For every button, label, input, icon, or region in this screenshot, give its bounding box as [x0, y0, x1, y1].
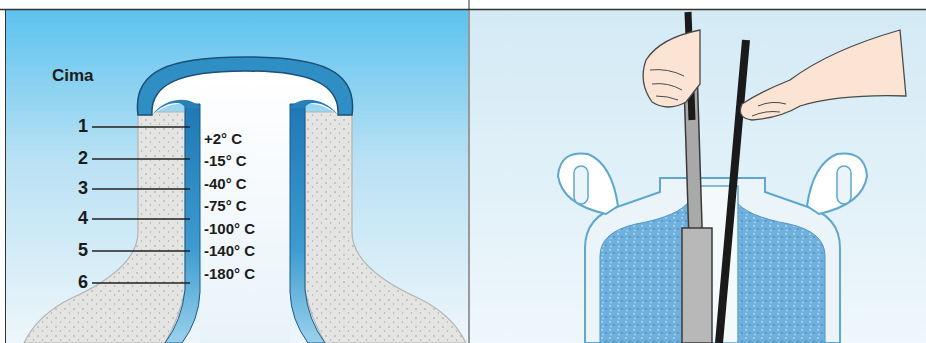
left-insulation: [24, 112, 185, 343]
panel-background: [6, 10, 468, 343]
region-label: Cima: [52, 67, 94, 86]
finger-lines: [752, 102, 786, 116]
panel-divider: [469, 0, 470, 343]
leader-lines: [92, 127, 190, 283]
left-panel: [6, 10, 468, 343]
right-panel: [470, 10, 926, 343]
right-insulation: [305, 112, 466, 343]
temperature-label: -40° C: [204, 176, 247, 193]
callout-number: 4: [78, 209, 88, 229]
insulation-wall: [24, 112, 185, 343]
leader-line: [92, 158, 190, 159]
callout-number: 6: [78, 273, 88, 293]
handle-hole: [837, 166, 851, 204]
panel-border: [5, 9, 6, 343]
callout-number: 1: [78, 117, 88, 137]
temperature-label: -75° C: [204, 198, 247, 215]
leader-line: [92, 218, 190, 219]
neck-interior: [152, 71, 338, 343]
canister: [682, 228, 712, 343]
dewar-shell: [585, 178, 840, 343]
finger-lines: [650, 70, 684, 100]
leader-line: [92, 188, 190, 189]
inner-liner: [290, 104, 325, 343]
top-rule: [0, 9, 926, 11]
temperature-label: -140° C: [204, 243, 255, 260]
dewar-handle: [558, 153, 618, 214]
handle-hole: [574, 166, 588, 204]
leader-line: [92, 250, 190, 251]
black-rod: [719, 40, 746, 343]
dewar-handle: [807, 153, 867, 214]
leader-line: [92, 282, 190, 283]
temperature-label: +2° C: [204, 131, 242, 148]
callout-number: 2: [78, 149, 88, 169]
temperature-label: -180° C: [204, 266, 255, 283]
neck-cap: [137, 57, 352, 115]
panel-background: [470, 10, 926, 343]
inner-liner: [165, 104, 200, 343]
cap-curl: [290, 100, 338, 115]
handle: [807, 153, 867, 214]
hand-arm: [740, 30, 906, 120]
temperature-label: -100° C: [204, 221, 255, 238]
right-hand: [740, 30, 906, 120]
hand: [643, 30, 700, 107]
cap-curl: [152, 100, 200, 115]
leader-line: [92, 126, 190, 127]
callout-number: 5: [78, 241, 88, 261]
inner-liner-right: [290, 104, 325, 343]
temperature-label: -15° C: [204, 153, 247, 170]
insulation-wall: [305, 112, 466, 343]
callout-number: 3: [78, 179, 88, 199]
left-hand: [643, 30, 700, 107]
handle: [558, 153, 618, 214]
